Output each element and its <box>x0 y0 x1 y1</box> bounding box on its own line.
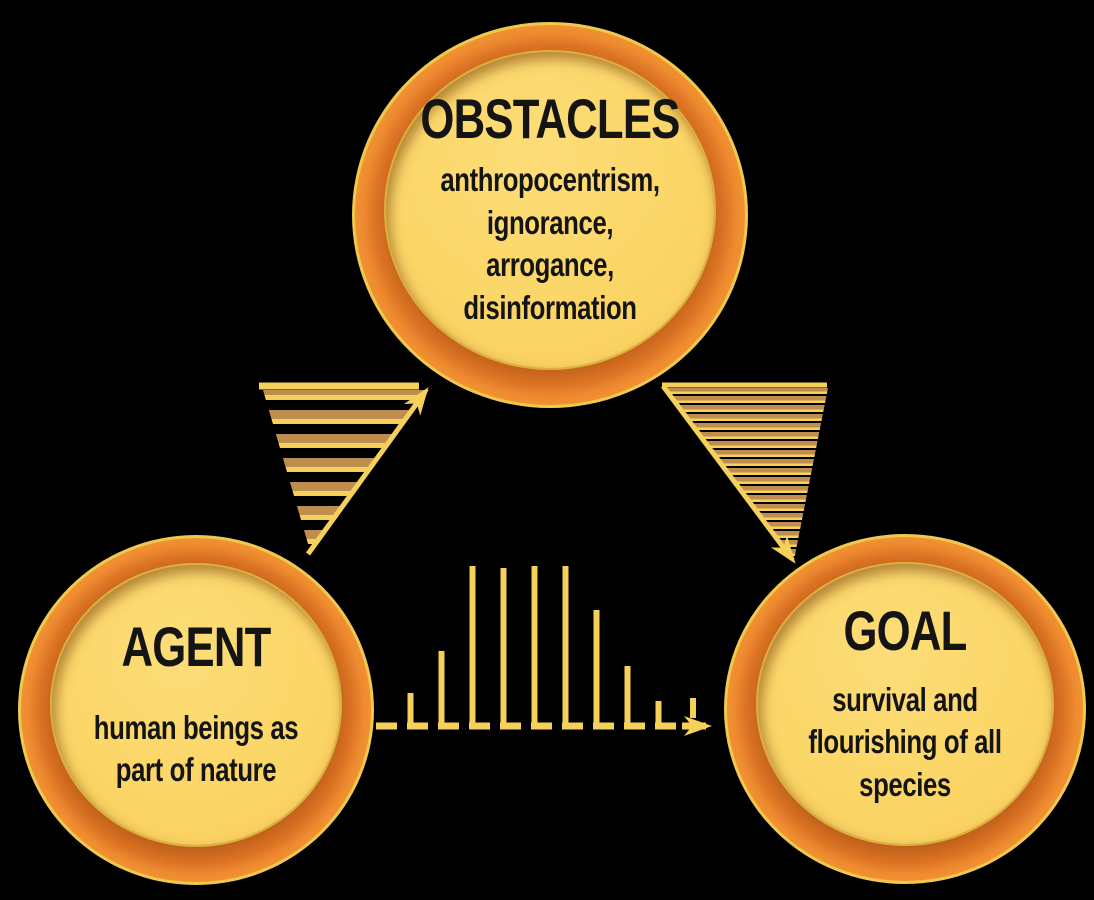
goal-title: GOAL <box>843 598 967 662</box>
node-obstacles: OBSTACLES anthropocentrism, ignorance, a… <box>352 22 748 408</box>
node-goal-face: GOAL survival and flourishing of all spe… <box>758 564 1052 844</box>
obstacles-title: OBSTACLES <box>420 87 680 151</box>
node-agent: AGENT human beings as part of nature <box>18 535 374 885</box>
node-goal: GOAL survival and flourishing of all spe… <box>724 534 1086 884</box>
arrow-shaft-down <box>660 384 796 564</box>
arrow-obstacles-to-goal <box>660 382 828 564</box>
obstacles-description: anthropocentrism, ignorance, arrogance, … <box>440 161 660 326</box>
funnel-stripes <box>665 388 828 560</box>
arrow-agent-to-obstacles <box>259 382 429 556</box>
arrow-agent-to-goal <box>376 566 712 736</box>
node-agent-face: AGENT human beings as part of nature <box>52 565 340 845</box>
vertical-bars <box>407 566 696 723</box>
arrow-shaft-up-right <box>305 387 429 556</box>
node-obstacles-face: OBSTACLES anthropocentrism, ignorance, a… <box>386 52 714 368</box>
goal-description: survival and flourishing of all species <box>808 680 1002 803</box>
agent-description: human beings as part of nature <box>93 708 299 789</box>
agent-title: AGENT <box>121 615 272 679</box>
funnel-stripes <box>263 390 429 554</box>
